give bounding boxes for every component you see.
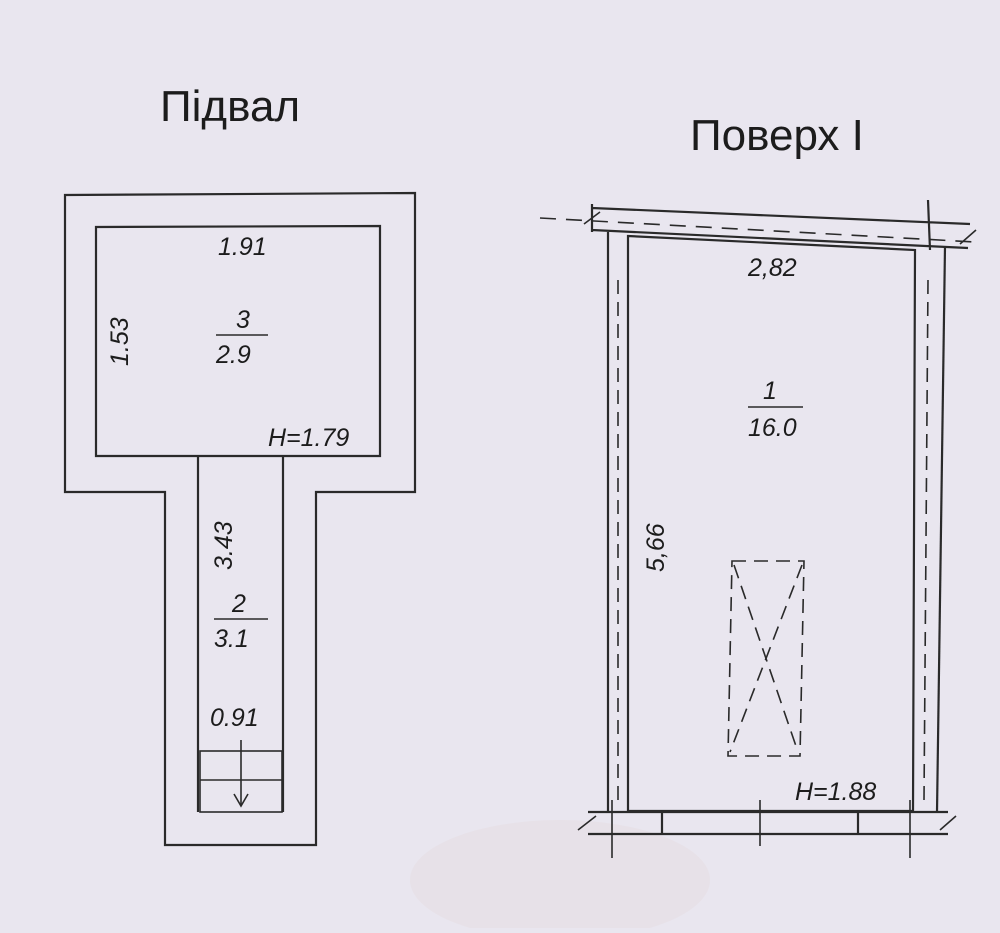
room1-number: 1 <box>763 377 777 405</box>
paper-stain <box>410 820 710 933</box>
room1-width-label: 2,82 <box>747 254 797 282</box>
room2-area: 3.1 <box>214 625 249 653</box>
axis-line-top <box>539 217 976 243</box>
room2-length-label: 3.43 <box>210 521 238 570</box>
room1-ceiling-height: H=1.88 <box>795 778 876 806</box>
cellar-hatch-outline <box>727 560 805 757</box>
stair-arrow-icon <box>233 793 249 808</box>
room3-area: 2.9 <box>215 341 251 369</box>
bottom-wall-tick-icon <box>577 815 957 831</box>
basement-outer-wall <box>63 191 417 847</box>
cellar-hatch-diagonal-2 <box>729 564 803 753</box>
room3-number: 3 <box>236 306 250 334</box>
top-wall-tick-icon <box>583 211 977 245</box>
floor1-right-outer-wall <box>935 245 947 813</box>
room3-width-label: 1.91 <box>218 233 267 261</box>
floor1-bottom-wall <box>588 810 948 836</box>
room2-stair-width-label: 0.91 <box>210 704 259 732</box>
room3-height-label: 1.53 <box>106 317 134 366</box>
basement-room3-inner-wall <box>94 224 382 458</box>
floor1-top-wall <box>590 199 971 251</box>
room1-length-label: 5,66 <box>642 523 670 572</box>
room3-ceiling-height: H=1.79 <box>268 424 349 452</box>
basement-title: Підвал <box>160 82 300 131</box>
floor1-title: Поверх І <box>690 111 864 160</box>
room1-area: 16.0 <box>748 414 797 442</box>
room2-number: 2 <box>231 590 246 618</box>
